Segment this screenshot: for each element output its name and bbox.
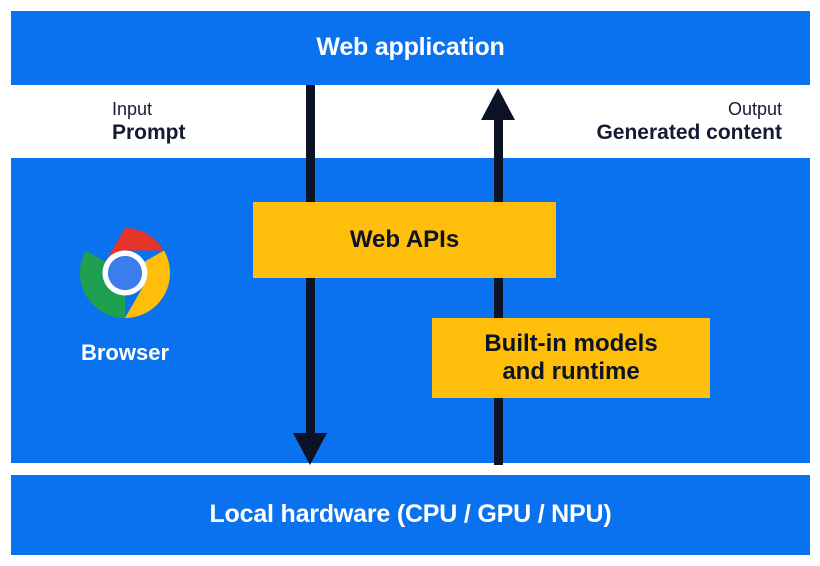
flow-caption-input: Input Prompt bbox=[112, 98, 186, 146]
chrome-logo bbox=[80, 228, 170, 318]
band-browser-label: Browser bbox=[80, 340, 170, 365]
chrome-logo-green-segment bbox=[80, 250, 125, 318]
chrome-logo-red-segment bbox=[105, 228, 164, 262]
chrome-logo-blue-center bbox=[107, 255, 143, 291]
component-box-built-in-models-label: Built-in models and runtime bbox=[484, 330, 657, 387]
arrow-head-down-icon bbox=[293, 433, 327, 465]
flow-caption-output: Output Generated content bbox=[596, 98, 782, 146]
band-web-application-label: Web application bbox=[316, 33, 505, 61]
band-local-hardware: Local hardware (CPU / GPU / NPU) bbox=[11, 475, 810, 555]
chrome-logo-icon bbox=[80, 228, 170, 318]
flow-input-value: Prompt bbox=[112, 121, 186, 144]
arrow-shaft bbox=[493, 116, 503, 465]
flow-output-value: Generated content bbox=[596, 121, 782, 144]
component-box-web-apis-label: Web APIs bbox=[349, 225, 460, 253]
arrow-head-up-icon bbox=[481, 88, 515, 120]
chrome-logo-yellow-segment bbox=[125, 250, 170, 318]
band-web-application: Web application bbox=[11, 11, 810, 85]
flow-output-kind: Output bbox=[727, 99, 782, 119]
flow-input-kind: Input bbox=[112, 99, 153, 119]
band-local-hardware-label: Local hardware (CPU / GPU / NPU) bbox=[209, 500, 612, 528]
component-box-built-in-models-line1: Built-in models bbox=[484, 329, 658, 357]
component-box-web-apis: Web APIs bbox=[253, 202, 556, 278]
component-box-built-in-models-line2: and runtime bbox=[502, 358, 640, 385]
component-box-built-in-models: Built-in models and runtime bbox=[432, 318, 710, 398]
